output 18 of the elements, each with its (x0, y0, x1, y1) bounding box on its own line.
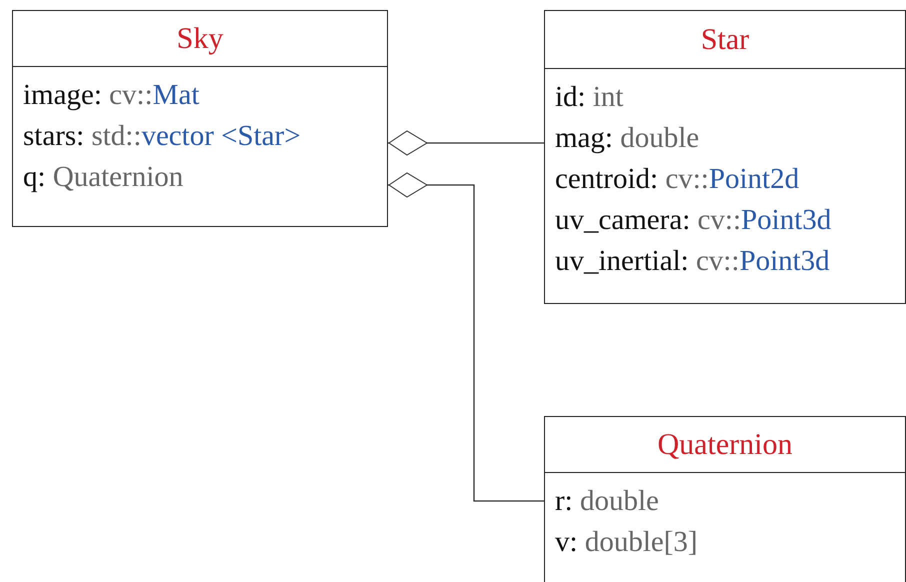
attribute-text: uv_camera: cv::Point3d (555, 203, 832, 238)
class-name: Sky (13, 11, 387, 67)
attribute-text: mag: double (555, 121, 700, 156)
attribute-text: v: double[3] (555, 525, 699, 560)
attribute-text: id: int (555, 80, 624, 115)
attribute-text: uv_inertial: cv::Point3d (555, 244, 831, 279)
class-name: Quaternion (545, 417, 905, 473)
attribute-text: image: cv::Mat (23, 78, 200, 113)
class-box (12, 10, 388, 227)
aggregation-connector (388, 172, 544, 502)
class-box (544, 416, 906, 582)
attribute-text: r: double (555, 484, 660, 519)
attribute-text: centroid: cv::Point2d (555, 162, 800, 197)
attribute-text: q: Quaternion (23, 160, 184, 195)
class-name: Star (545, 11, 905, 69)
aggregation-connector (388, 130, 544, 156)
class-box (544, 10, 906, 304)
attribute-text: stars: std::vector <Star> (23, 119, 302, 154)
